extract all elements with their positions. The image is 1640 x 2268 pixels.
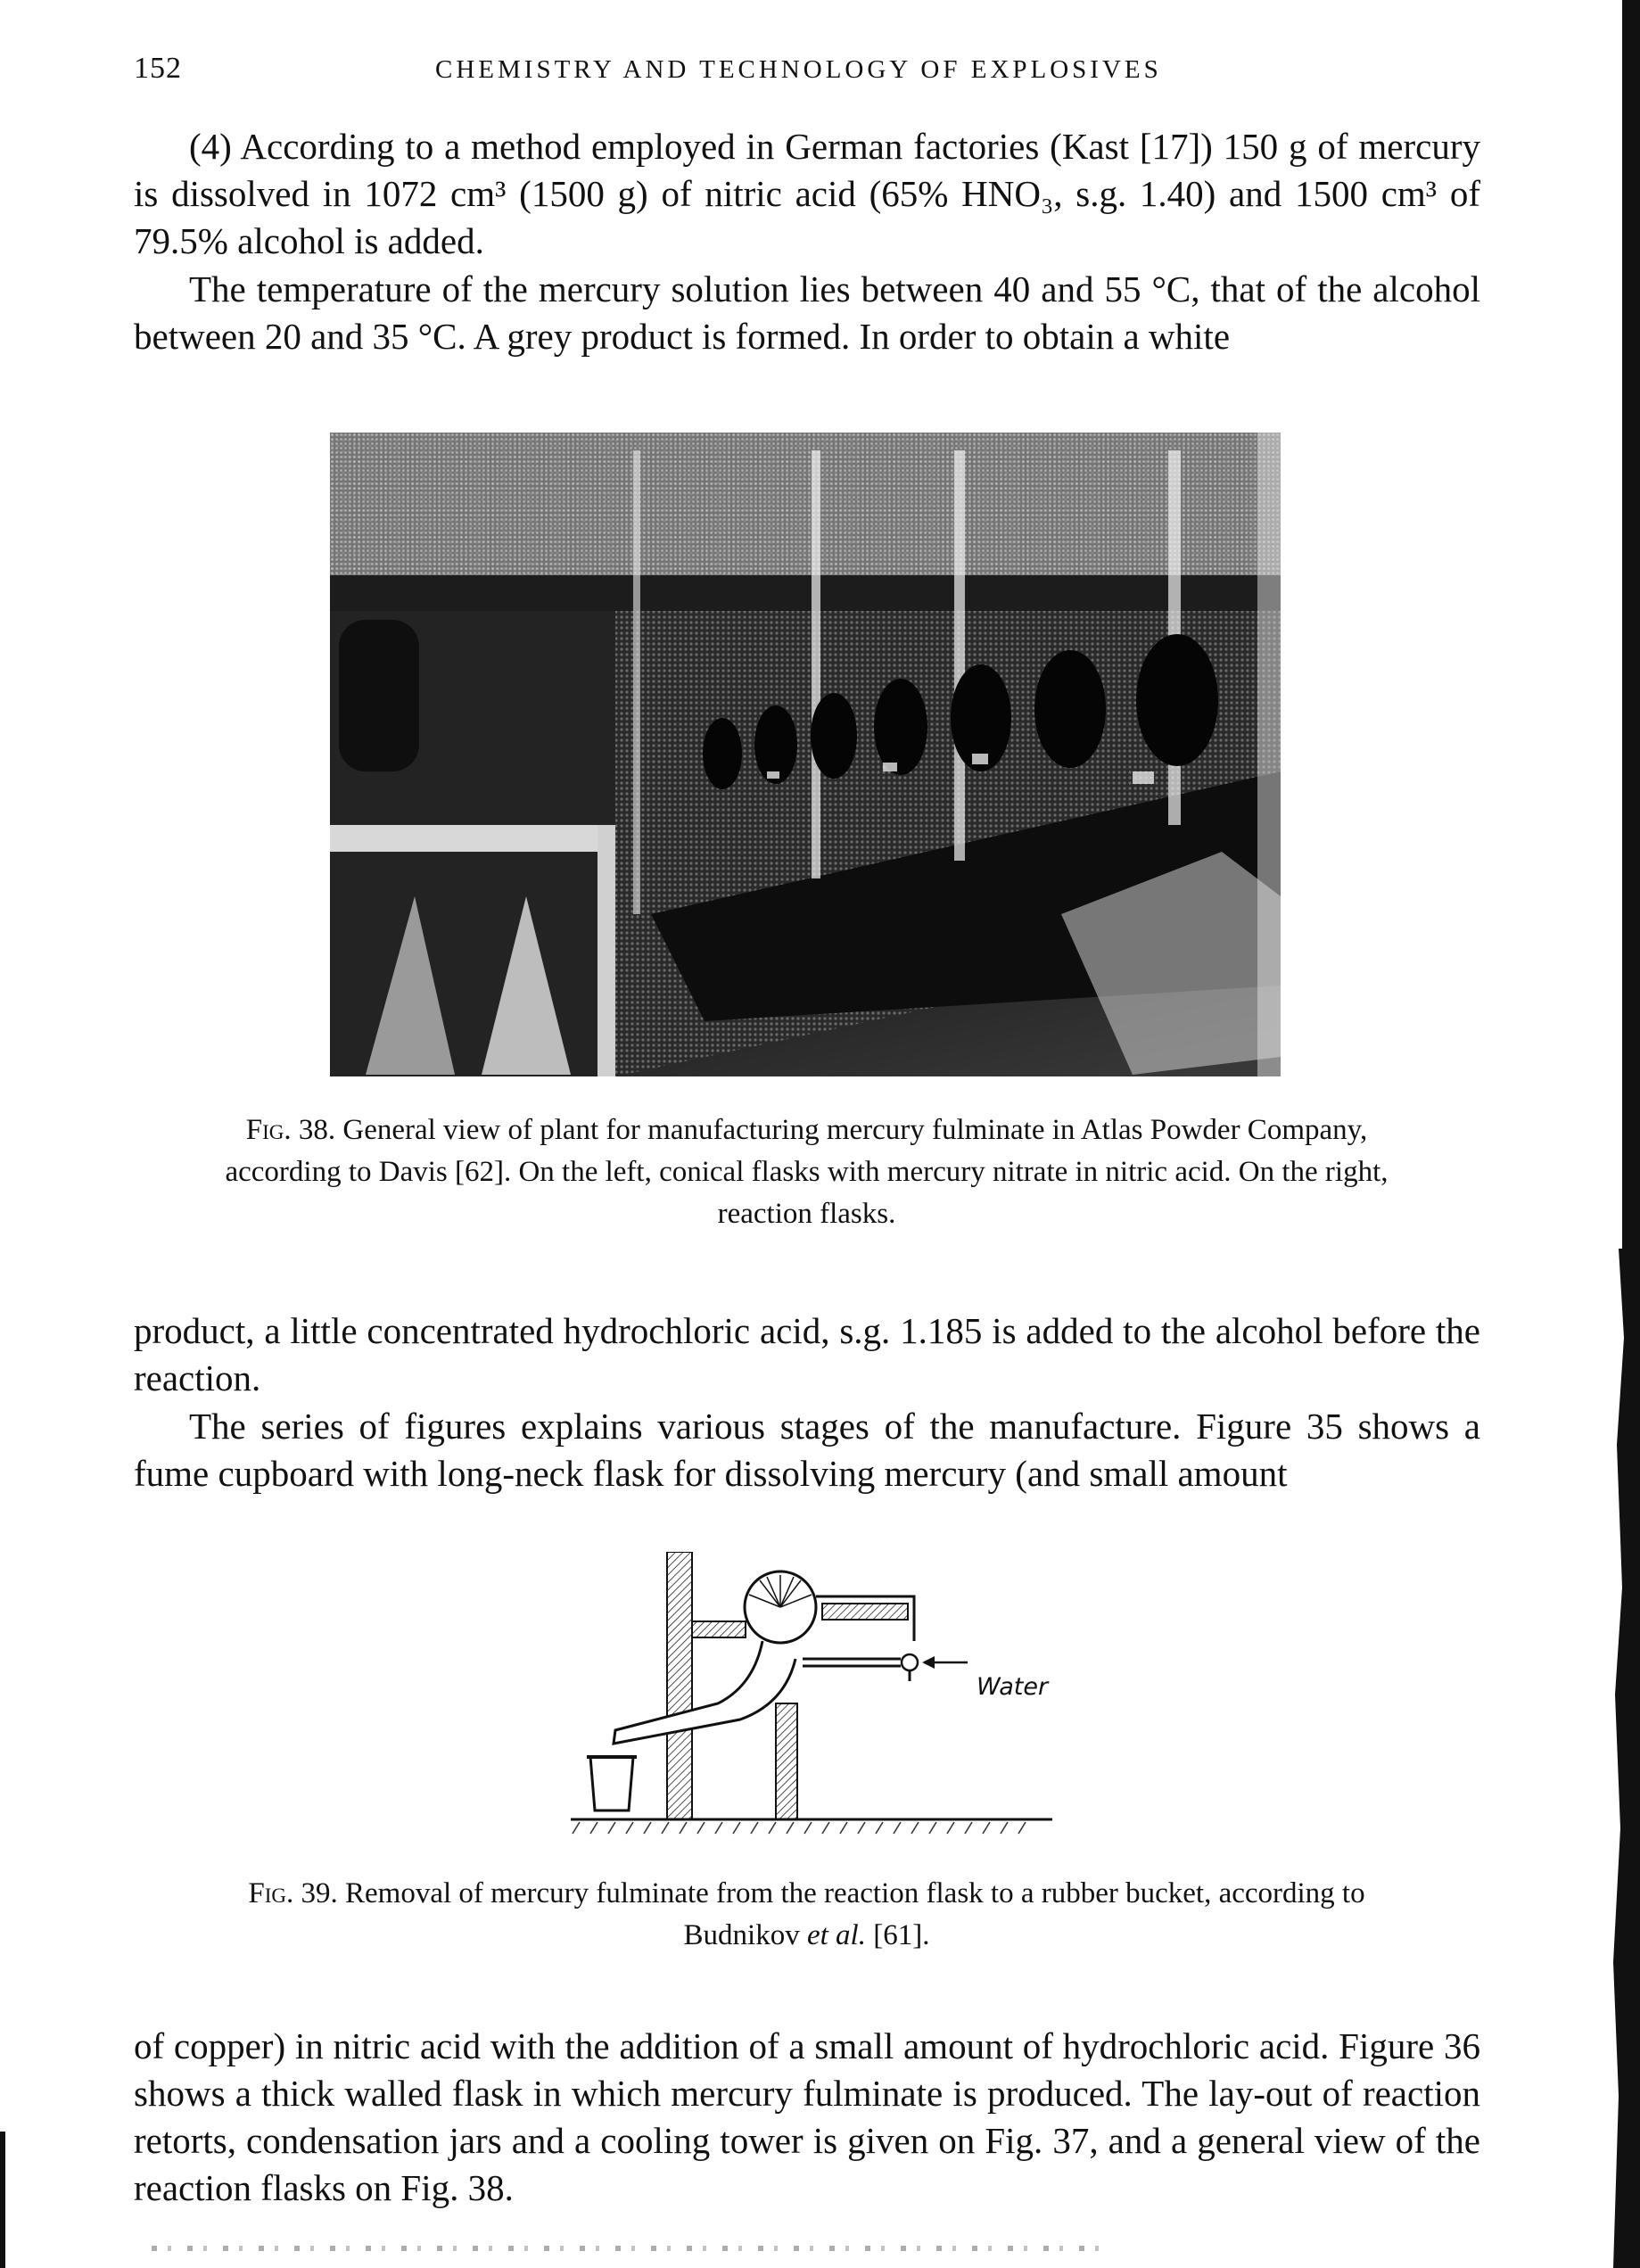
- figure-38-label: Fig. 38.: [245, 1114, 336, 1146]
- running-head-title: CHEMISTRY AND TECHNOLOGY OF EXPLOSIVES: [435, 55, 1162, 84]
- figure-39-label: Fig. 39.: [248, 1877, 338, 1909]
- figure-39-caption-text: Removal of mercury fulminate from the re…: [345, 1877, 1365, 1951]
- water-inlet-label: Water: [977, 1673, 1049, 1701]
- paragraph-series-figures: The series of figures explains various s…: [134, 1406, 1480, 1494]
- figure-38-caption-text: General view of plant for manufacturing …: [225, 1114, 1389, 1230]
- figure-39-caption: Fig. 39. Removal of mercury fulminate fr…: [225, 1873, 1389, 1957]
- scanned-page-edge: [1613, 0, 1640, 2268]
- scan-noise: [152, 2246, 1115, 2251]
- figure-39-diagram: [571, 1552, 1052, 1835]
- page-number: 152: [134, 52, 182, 85]
- figure-38-caption: Fig. 38. General view of plant for manuf…: [225, 1109, 1389, 1235]
- paragraph-temperature: The temperature of the mercury solution …: [134, 268, 1480, 357]
- scanned-left-edge-mark: [0, 2132, 5, 2268]
- figure-39-caption-italic: et al.: [806, 1919, 866, 1951]
- running-head: 152 CHEMISTRY AND TECHNOLOGY OF EXPLOSIV…: [134, 52, 1480, 87]
- paragraph-kast-method: (4) According to a method employed in Ge…: [134, 126, 1480, 261]
- figure-39-caption-end: [61].: [865, 1919, 930, 1951]
- figure-38-photo: [330, 433, 1281, 1076]
- paragraph-copper-nitric: of copper) in nitric acid with the addit…: [134, 2025, 1480, 2208]
- paragraph-white-product: product, a little concentrated hydrochlo…: [134, 1310, 1480, 1398]
